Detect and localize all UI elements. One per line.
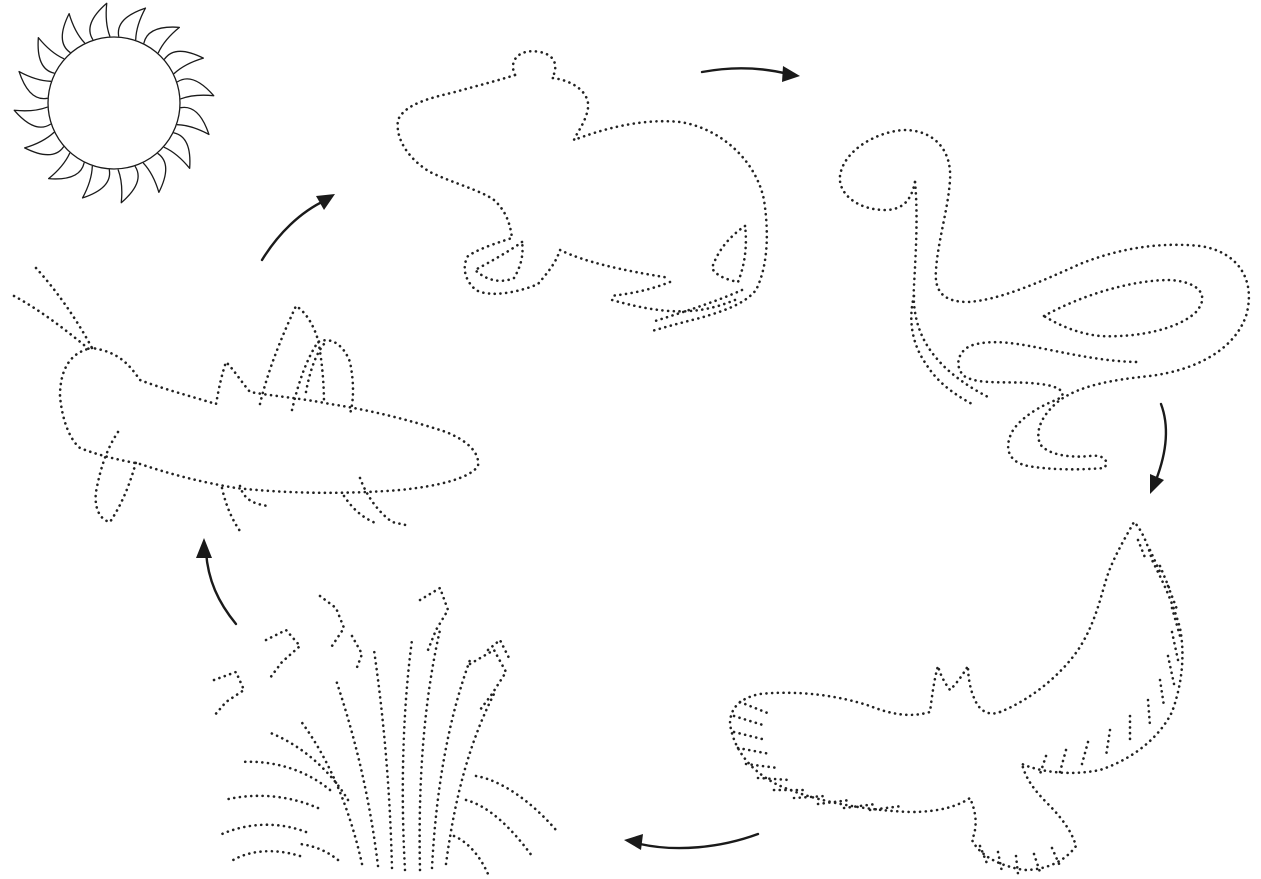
snake-body-outline xyxy=(840,130,1249,469)
sun-ray xyxy=(165,51,204,73)
food-chain-arrows xyxy=(196,66,1166,850)
grass-blades xyxy=(222,630,556,874)
eagle-left-wing-feathers xyxy=(734,702,902,810)
arrow-grasshopper-to-mouse xyxy=(262,194,335,260)
sun-ray xyxy=(38,38,64,73)
sun-ray xyxy=(143,154,165,193)
mouse-icon xyxy=(398,51,767,331)
snake-neck-outline xyxy=(911,182,990,404)
sun-ray xyxy=(49,153,84,179)
sun-ray xyxy=(83,166,110,198)
sun-ray xyxy=(14,107,50,127)
sun-ray xyxy=(118,167,138,203)
arrow-eagle-to-grass xyxy=(624,834,758,850)
sun-icon xyxy=(14,3,213,202)
eagle-icon xyxy=(730,522,1182,874)
grasshopper-body-outline xyxy=(60,348,478,493)
grasshopper-antennae xyxy=(14,268,92,350)
sun-ray xyxy=(177,107,209,134)
arrow-mouse-to-snake xyxy=(702,66,800,82)
grass-icon xyxy=(214,588,556,874)
arrow-snake-to-eagle xyxy=(1150,404,1166,494)
eagle-body-outline xyxy=(730,666,1076,870)
arrow-grass-to-grasshopper xyxy=(196,538,236,624)
sun-ray xyxy=(62,14,84,53)
arrowhead xyxy=(316,194,335,210)
mouse-hind-foot-outline xyxy=(610,282,742,322)
sun-ray xyxy=(90,3,110,39)
sun-ray xyxy=(144,27,179,53)
sun-ray xyxy=(19,72,51,99)
sun-ray xyxy=(164,133,190,168)
eagle-wing-feathers xyxy=(1040,540,1180,774)
snake-icon xyxy=(840,130,1249,469)
mouse-head-outline xyxy=(398,75,670,294)
sun-disc xyxy=(48,37,180,169)
arrowhead xyxy=(1150,474,1164,494)
arrowhead xyxy=(196,538,212,558)
mouse-back-leg-outline xyxy=(712,226,746,282)
grasshopper-hind-leg-outline xyxy=(260,306,353,414)
arrowhead xyxy=(782,66,800,82)
sun-ray xyxy=(118,8,145,40)
arrowhead xyxy=(624,834,643,850)
sun-rays xyxy=(14,3,213,202)
sun-ray xyxy=(25,132,64,154)
mouse-body-outline xyxy=(513,51,767,331)
snake-inner-loop-outline xyxy=(1044,280,1202,336)
grasshopper-icon xyxy=(14,268,478,534)
grass-seed-heads xyxy=(214,588,510,716)
sun-ray xyxy=(178,79,214,99)
grasshopper-front-legs xyxy=(96,432,410,534)
